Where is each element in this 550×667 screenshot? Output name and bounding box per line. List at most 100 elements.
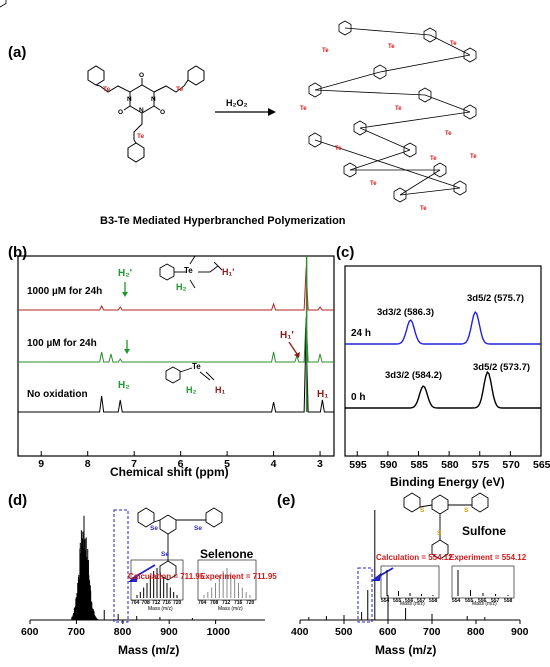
polymer-link xyxy=(359,111,471,129)
te-label: Te xyxy=(430,156,437,162)
te-label: Te xyxy=(450,41,457,47)
reagent-label: H₂O₂ xyxy=(226,98,248,108)
ms-e-arrow xyxy=(371,567,394,581)
reaction-arrow xyxy=(215,108,276,116)
polymer-ring xyxy=(308,82,322,98)
te-label: Te xyxy=(388,44,395,50)
monomer-structure xyxy=(87,65,205,163)
svg-text:O: O xyxy=(160,109,165,116)
nmr-trace xyxy=(18,316,334,363)
nmr-h2p-arrow-1000 xyxy=(122,282,128,297)
ms-d-tick-label: 900 xyxy=(160,626,178,638)
panel-b-label: (b) xyxy=(8,244,28,261)
se-label-1: Se xyxy=(150,525,158,532)
nmr-trace-label-none: No oxidation xyxy=(27,389,88,400)
ms-d-compound: Selenone xyxy=(200,547,254,561)
ms-e-tick-label: 800 xyxy=(467,626,485,638)
nmr-trace-label-100: 100 µM for 24h xyxy=(27,338,97,349)
se-label-3: Se xyxy=(161,551,169,558)
nmr-h2-label-top: H₂ xyxy=(176,282,187,292)
nmr-oxidized-fragment xyxy=(159,255,223,289)
sulfone-structure xyxy=(403,492,489,560)
ms-d-inset-tick-label: 720 xyxy=(173,600,182,606)
polymer-ring xyxy=(373,64,387,80)
ms-e-inset-tick-label: 556 xyxy=(405,598,414,604)
nmr-tick-label: 6 xyxy=(177,458,184,470)
selenone-structure xyxy=(137,507,223,581)
nmr-xlabel: Chemical shift (ppm) xyxy=(110,465,229,479)
xps-peak-label-0h-b: 3d5/2 (573.7) xyxy=(473,362,531,373)
ms-d-inset-xlabel-2: Mass (m/z) xyxy=(218,606,243,612)
polymer-link xyxy=(314,71,381,91)
polymer-ring xyxy=(463,104,477,120)
nmr-trace xyxy=(18,267,334,311)
polymer-ring xyxy=(393,187,407,203)
scheme-caption: B3-Te Mediated Hyperbranched Polymerizat… xyxy=(100,215,346,227)
ms-e-highlight-box xyxy=(357,567,373,623)
ms-d-tick-label: 600 xyxy=(21,626,39,638)
te-label: Te xyxy=(300,106,307,112)
ms-d-inset-tick-label: 712 xyxy=(222,600,231,606)
nmr-h2p-arrow-100 xyxy=(124,340,130,354)
nmr-h1p-arrow xyxy=(288,341,300,358)
xps-tick-label: 580 xyxy=(441,459,459,471)
nmr-h2p-label: H₂' xyxy=(118,268,133,279)
ms-d-highlight-box xyxy=(113,509,129,623)
polymer-ring xyxy=(418,87,432,103)
ms-d-inset-calc xyxy=(130,559,184,601)
panel-c-label: (c) xyxy=(336,244,355,261)
polymer-link xyxy=(399,169,441,196)
xps-trace-label-0h: 0 h xyxy=(351,392,366,403)
ms-e-inset-xlabel-1: Mass (m/z) xyxy=(400,601,425,607)
nmr-tick-label: 9 xyxy=(38,458,45,470)
svg-text:O: O xyxy=(139,72,144,79)
te-label: Te xyxy=(322,48,329,54)
s-label-3: S xyxy=(437,530,442,537)
svg-text:N: N xyxy=(139,107,144,114)
ms-d-inset-xlabel-1: Mass (m/z) xyxy=(148,606,173,612)
polymer-link xyxy=(424,94,471,113)
polymer-link xyxy=(314,89,426,96)
polymer-ring xyxy=(423,27,437,43)
ms-e-inset-tick-label: 554 xyxy=(381,598,390,604)
ms-e-xlabel: Mass (m/z) xyxy=(375,643,437,657)
svg-text:N: N xyxy=(151,96,156,103)
panel-d-label: (d) xyxy=(8,492,28,509)
ms-d-inset-tick-label: 708 xyxy=(141,600,150,606)
ms-d-inset-tick-label: 708 xyxy=(210,600,219,606)
te-label-1: Te xyxy=(103,86,110,93)
polymer-link xyxy=(359,127,411,151)
ms-e-inset-xlabel-2: Mass (m/z) xyxy=(472,601,497,607)
xps-tick-label: 595 xyxy=(349,459,367,471)
panel-e-label: (e) xyxy=(277,492,296,509)
ms-e-inset-tick-label: 556 xyxy=(478,598,487,604)
nmr-h1p-label-top: H₁' xyxy=(222,267,235,277)
ms-e-tick-label: 600 xyxy=(379,626,397,638)
xps-trace xyxy=(345,370,541,409)
polymer-ring xyxy=(433,162,447,178)
nmr-h1-label-peak: H₁ xyxy=(317,389,329,400)
nmr-tick-label: 7 xyxy=(131,458,138,470)
ms-e-inset-expt xyxy=(451,565,515,599)
polymer-ring xyxy=(463,47,477,63)
polymer-ring xyxy=(403,142,417,158)
ms-e-inset-tick-label: 555 xyxy=(465,598,474,604)
ms-d-inset-tick-label: 712 xyxy=(152,600,161,606)
ms-d-tick-label: 700 xyxy=(67,626,85,638)
ms-e-inset-tick-label: 555 xyxy=(393,598,402,604)
polymer-ring xyxy=(453,180,467,196)
ms-e-tick-label: 400 xyxy=(291,626,309,638)
xps-tick-label: 565 xyxy=(533,459,550,471)
ms-d-tick-label: 1000 xyxy=(206,626,230,638)
s-label-2: S xyxy=(464,507,469,514)
ms-d-tick-label: 800 xyxy=(113,626,132,638)
xps-trace-label-24h: 24 h xyxy=(351,328,372,339)
xps-tick-label: 585 xyxy=(410,459,429,471)
xps-frame xyxy=(344,265,542,457)
nmr-h2-label-mid: H₂ xyxy=(186,385,197,395)
polymer-link xyxy=(379,54,471,73)
xps-tick-label: 570 xyxy=(502,459,520,471)
svg-text:O: O xyxy=(118,109,123,116)
